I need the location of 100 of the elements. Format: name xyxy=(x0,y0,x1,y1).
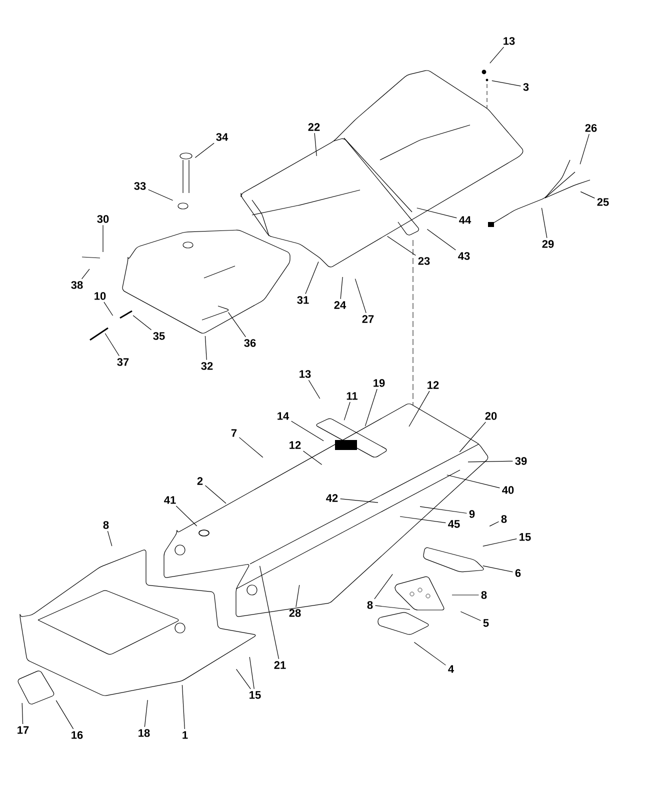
callout-number: 8 xyxy=(103,521,109,529)
leader-line xyxy=(420,506,468,514)
callout-number: 8 xyxy=(501,515,507,523)
leader-line xyxy=(426,229,456,250)
callout-number: 29 xyxy=(542,240,554,248)
callout-number: 14 xyxy=(278,412,290,420)
callout-number: 9 xyxy=(469,510,475,518)
leader-line xyxy=(414,642,446,666)
callout-number: 4 xyxy=(448,665,454,673)
callout-number: 44 xyxy=(459,216,472,224)
leader-line xyxy=(82,268,90,280)
leader-line xyxy=(400,516,446,524)
callout-number: 8 xyxy=(481,591,487,599)
leader-line xyxy=(374,574,393,600)
leader-line xyxy=(580,191,595,198)
callout-number: 12 xyxy=(290,441,301,449)
callout-number: 22 xyxy=(308,123,320,131)
leader-line xyxy=(446,474,500,488)
leader-line xyxy=(364,388,378,426)
leader-line xyxy=(340,498,378,503)
leader-line xyxy=(148,189,174,201)
callout-number: 11 xyxy=(346,392,358,400)
callout-number: 3 xyxy=(523,83,529,91)
callout-number: 28 xyxy=(289,609,301,617)
callout-number: 26 xyxy=(585,124,597,132)
callout-number: 5 xyxy=(483,619,489,627)
leader-line xyxy=(144,700,148,728)
callout-number: 8 xyxy=(367,601,373,609)
leader-line xyxy=(176,506,198,526)
callout-number: 12 xyxy=(428,381,439,389)
leader-line xyxy=(305,261,319,294)
leader-line xyxy=(260,566,280,660)
leader-line xyxy=(296,584,300,608)
callout-number: 32 xyxy=(201,362,213,370)
callout-number: 42 xyxy=(326,494,338,502)
callout-number: 2 xyxy=(197,477,203,485)
leader-line xyxy=(344,402,350,420)
callout-number: 36 xyxy=(244,339,256,347)
leader-line xyxy=(416,208,457,218)
leader-line xyxy=(102,224,104,252)
callout-number: 13 xyxy=(300,370,311,378)
leader-line xyxy=(308,380,320,399)
leader-line xyxy=(468,460,513,462)
callout-number: 6 xyxy=(515,569,521,577)
leader-line xyxy=(541,208,548,238)
callout-number: 10 xyxy=(94,292,106,300)
leader-line xyxy=(489,521,500,526)
callout-number: 40 xyxy=(502,486,514,494)
leader-line xyxy=(580,134,590,164)
callout-number: 21 xyxy=(274,661,286,669)
callout-number: 39 xyxy=(515,457,527,465)
leader-line xyxy=(104,302,114,316)
leader-line xyxy=(340,276,343,300)
leader-line xyxy=(107,530,112,546)
callout-number: 24 xyxy=(334,301,346,309)
leader-line xyxy=(132,315,152,330)
callout-number: 35 xyxy=(153,332,165,340)
leader-line xyxy=(236,668,251,690)
callout-number: 13 xyxy=(504,37,515,45)
callout-number: 15 xyxy=(250,691,261,699)
leader-line xyxy=(492,80,522,86)
leader-line xyxy=(387,236,416,256)
callout-number: 43 xyxy=(458,252,470,260)
callout-number: 45 xyxy=(448,520,460,528)
leader-line xyxy=(182,684,185,730)
callout-number: 31 xyxy=(297,296,309,304)
leader-line xyxy=(460,611,482,621)
callout-number: 19 xyxy=(374,379,385,387)
leader-line xyxy=(204,485,226,504)
leader-line xyxy=(354,278,366,314)
callout-number: 7 xyxy=(231,429,237,437)
leader-line xyxy=(490,46,504,64)
callout-number: 1 xyxy=(182,731,188,739)
callout-number: 17 xyxy=(18,726,29,734)
callout-number: 18 xyxy=(138,729,150,737)
callout-number: 25 xyxy=(597,198,609,206)
callout-number: 41 xyxy=(164,496,176,504)
leader-line xyxy=(104,333,120,356)
leader-line xyxy=(374,605,410,610)
callout-number: 37 xyxy=(117,358,129,366)
leader-line xyxy=(249,656,254,690)
leader-line xyxy=(452,594,480,596)
leader-line xyxy=(291,420,324,442)
leader-line xyxy=(228,312,246,338)
leader-line xyxy=(204,336,207,360)
callout-number: 38 xyxy=(71,281,83,289)
callout-number: 27 xyxy=(362,315,374,323)
callout-number: 15 xyxy=(520,533,531,541)
leader-line xyxy=(302,450,322,465)
callout-number: 30 xyxy=(97,215,109,223)
leader-line xyxy=(482,538,517,546)
leader-line xyxy=(22,702,24,724)
callout-number: 33 xyxy=(134,182,146,190)
leader-line xyxy=(238,437,264,458)
callout-number: 23 xyxy=(418,257,430,265)
leader-line xyxy=(408,390,430,427)
leader-line xyxy=(459,422,486,452)
leader-line xyxy=(314,132,317,156)
leader-line xyxy=(194,142,214,158)
leader-line xyxy=(56,700,74,730)
